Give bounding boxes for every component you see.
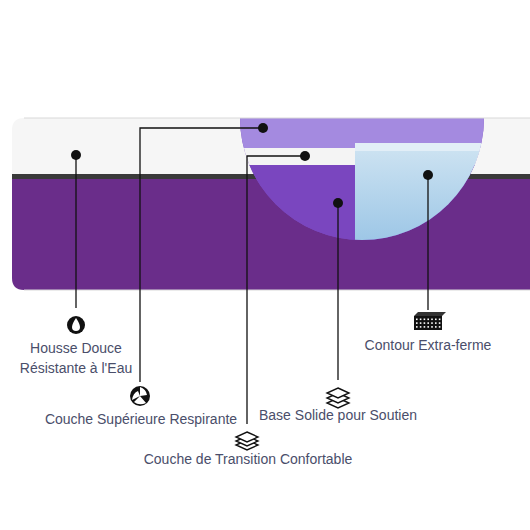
firm-edge-icon: [414, 312, 446, 330]
part-label: Couche de Transition Confortable: [142, 449, 355, 469]
part-label: Base Solide pour Soutien: [257, 405, 419, 425]
part-label: Housse Douce Résistante à l'Eau: [6, 338, 146, 378]
mattress-body: [0, 0, 530, 290]
leader-dots: [71, 123, 433, 208]
cutaway-circle: [230, 0, 490, 245]
part-label: Contour Extra-ferme: [363, 335, 494, 355]
stack-icon: [327, 388, 349, 408]
airflow-icon: [130, 386, 150, 406]
part-label: Couche Supérieure Respirante: [43, 409, 240, 429]
leader-lines: [76, 128, 428, 424]
layers-icon: [236, 432, 258, 450]
drop-icon: [67, 316, 85, 334]
